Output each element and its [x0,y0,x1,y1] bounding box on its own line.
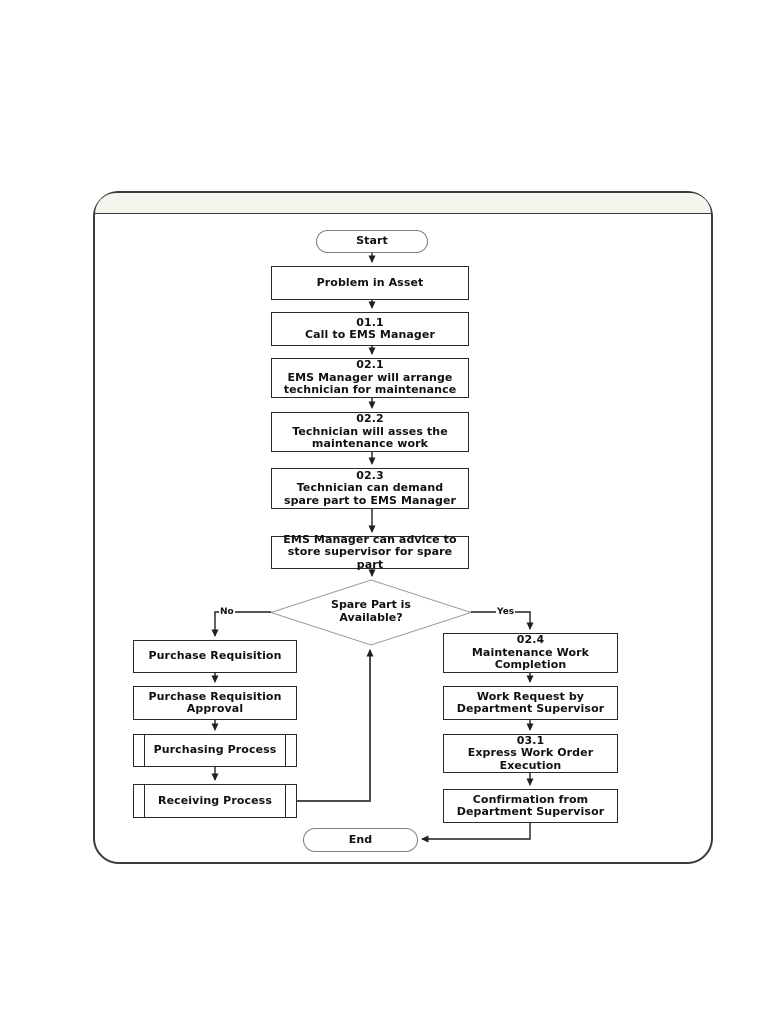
call-label: Call to EMS Manager [304,328,435,341]
work-request-label: Work Request by Department Supervisor [456,689,605,715]
start-label: Start [356,234,388,248]
receiving-process-label: Receiving Process [158,793,272,807]
arrange-technician-node: 02.1 EMS Manager will arrange technician… [271,358,469,398]
frame-header-band [95,193,711,214]
demand-code: 02.3 [356,468,384,482]
purchasing-process-node: Purchasing Process [133,734,297,767]
problem-label: Problem in Asset [316,275,424,289]
branch-no-label: No [219,607,235,617]
advice-label: EMS Manager can advice to store supervis… [283,532,457,571]
end-label: End [348,832,373,846]
purchase-requisition-approval-node: Purchase Requisition Approval [133,686,297,720]
maintenance-completion-node: 02.4 Maintenance Work Completion [443,633,618,673]
assess-code: 02.2 [356,412,384,426]
start-node: Start [316,230,428,253]
decision-label: Spare Part is Available? [331,598,411,624]
assess-label: Technician will asses the maintenance wo… [292,424,448,451]
purchasing-process-label: Purchasing Process [153,743,277,757]
confirmation-node: Confirmation from Department Supervisor [443,789,618,823]
branch-yes-label: Yes [496,607,516,617]
arrange-label: EMS Manager will arrange technician for … [283,370,457,397]
express-order-code: 03.1 [516,733,545,747]
demand-spare-part-node: 02.3 Technician can demand spare part to… [271,468,469,509]
purchase-requisition-label: Purchase Requisition [148,649,282,663]
assess-work-node: 02.2 Technician will asses the maintenan… [271,412,469,452]
express-work-order-node: 03.1 Express Work Order Execution [443,734,618,773]
advice-store-supervisor-node: EMS Manager can advice to store supervis… [271,532,469,571]
call-ems-manager-node: 01.1 Call to EMS Manager [271,312,469,346]
end-node: End [303,828,418,852]
purchase-requisition-approval-label: Purchase Requisition Approval [148,689,282,715]
confirmation-label: Confirmation from Department Supervisor [456,792,605,818]
demand-label: Technician can demand spare part to EMS … [283,481,457,507]
receiving-process-node: Receiving Process [133,784,297,818]
purchase-requisition-node: Purchase Requisition [133,640,297,673]
arrange-code: 02.1 [356,358,384,372]
call-code: 01.1 [356,315,384,329]
completion-code: 02.4 [516,633,545,647]
completion-label: Maintenance Work Completion [471,645,590,672]
express-order-label: Express Work Order Execution [467,746,594,772]
problem-in-asset-node: Problem in Asset [271,266,469,300]
work-request-node: Work Request by Department Supervisor [443,686,618,720]
